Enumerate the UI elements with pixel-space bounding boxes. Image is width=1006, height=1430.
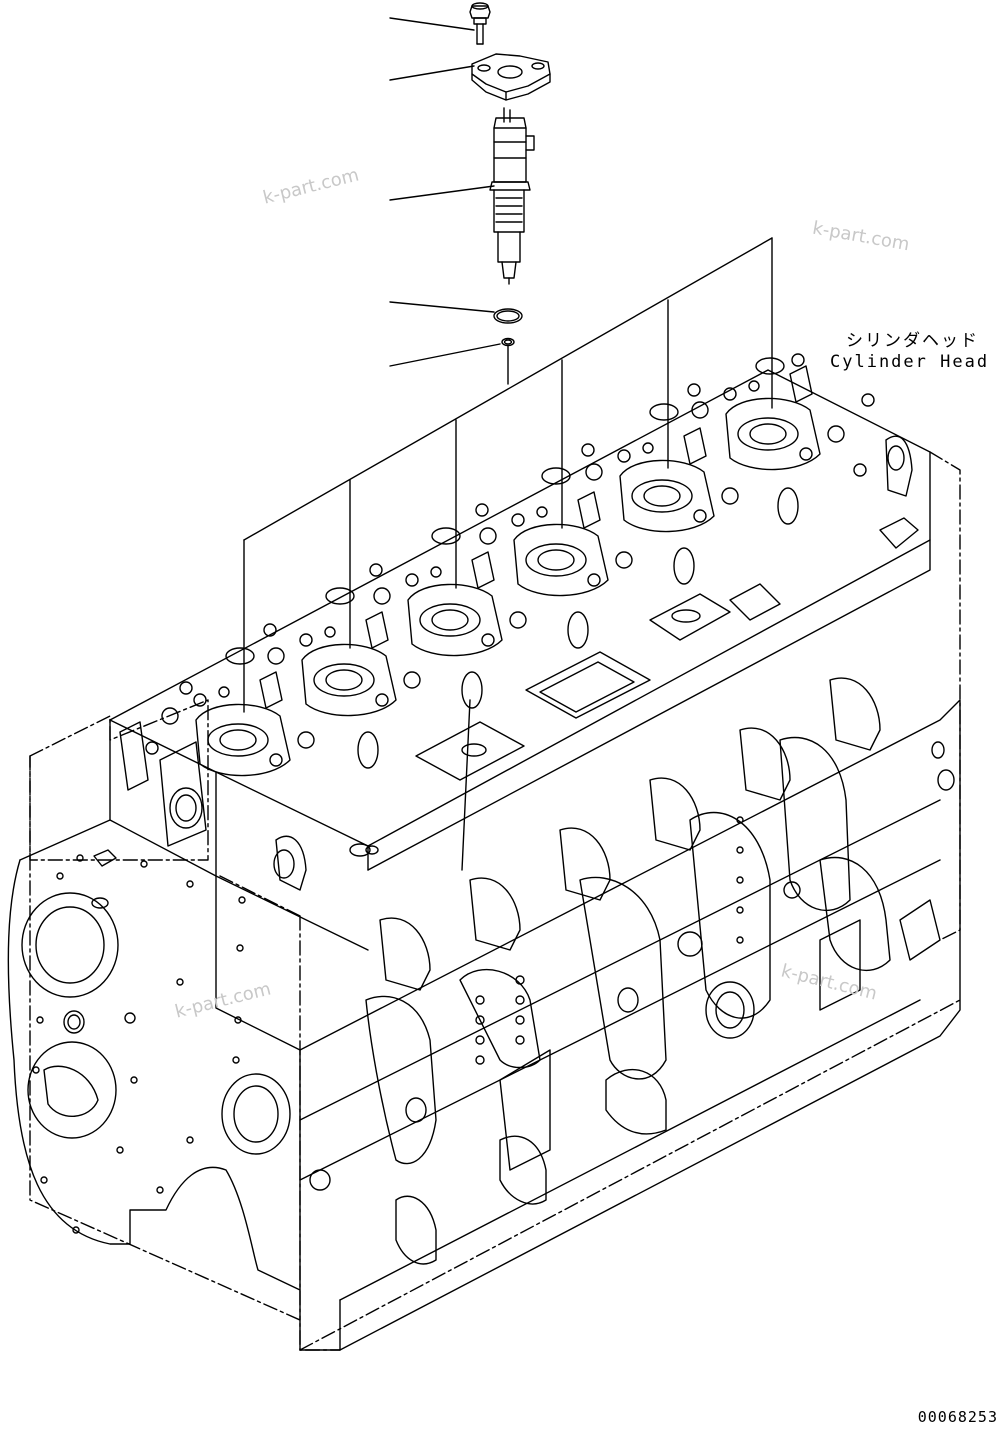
drawing-number: 00068253 — [917, 1408, 998, 1426]
clamp-part — [471, 53, 551, 101]
bolt-part — [469, 2, 491, 45]
cylinder-block — [7, 699, 961, 1351]
leader-lines — [389, 17, 501, 367]
cylinder-block-outline — [29, 451, 961, 1351]
cylinder-head-label-en: Cylinder Head — [830, 352, 990, 372]
fuel-injector-part — [489, 107, 535, 285]
seal-ring-part — [501, 337, 515, 347]
cylinder-head-label-jp: シリンダヘッド — [846, 331, 979, 351]
injector-position-lines — [243, 237, 773, 713]
o-ring-part — [493, 308, 523, 324]
cylinder-bosses — [145, 353, 919, 871]
